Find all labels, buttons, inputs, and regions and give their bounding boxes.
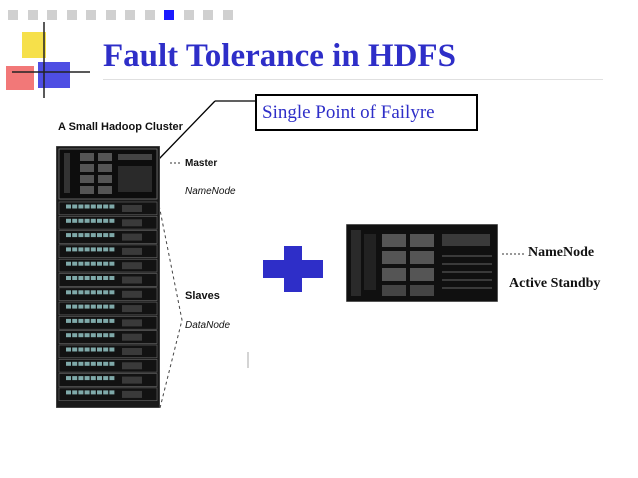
standby-namenode-label: NameNode bbox=[528, 245, 595, 260]
slave-server bbox=[58, 258, 158, 273]
slave-server bbox=[58, 230, 158, 244]
datanode-label: DataNode bbox=[185, 320, 231, 331]
progress-square bbox=[144, 10, 155, 20]
slave-server bbox=[58, 359, 158, 373]
progress-square bbox=[203, 10, 213, 20]
slave-server bbox=[58, 330, 158, 344]
master-server bbox=[58, 148, 158, 200]
slave-server bbox=[58, 344, 158, 359]
namenode-label: NameNode bbox=[185, 186, 236, 197]
master-label: Master bbox=[185, 158, 218, 169]
standby-namenode-server bbox=[346, 224, 498, 302]
plus-icon bbox=[263, 246, 323, 292]
slave-server bbox=[58, 301, 158, 316]
slaves-label: Slaves bbox=[185, 290, 220, 302]
slide-title: Fault Tolerance in HDFS bbox=[103, 38, 456, 74]
progress-square bbox=[66, 10, 77, 20]
progress-square bbox=[8, 10, 18, 20]
slave-server bbox=[58, 273, 158, 287]
slave-server bbox=[58, 201, 158, 216]
callout-box bbox=[255, 94, 478, 131]
progress-square bbox=[105, 10, 116, 20]
progress-square bbox=[222, 10, 233, 20]
slave-server bbox=[58, 387, 158, 401]
progress-square bbox=[27, 10, 38, 20]
slave-server bbox=[58, 373, 158, 387]
slave-server bbox=[58, 316, 158, 330]
slave-server bbox=[58, 287, 158, 301]
hadoop-cluster-rack bbox=[56, 146, 160, 408]
slave-server bbox=[58, 244, 158, 259]
title-divider bbox=[103, 79, 603, 80]
callout-text: Single Point of Failyre bbox=[262, 102, 435, 123]
progress-square bbox=[86, 10, 96, 20]
cluster-title: A Small Hadoop Cluster bbox=[58, 121, 183, 133]
standby-mode-label: Active Standby bbox=[509, 276, 601, 291]
progress-square bbox=[125, 10, 135, 20]
progress-square bbox=[164, 10, 174, 20]
slave-server bbox=[58, 216, 158, 230]
decorative-logo bbox=[6, 22, 90, 98]
progress-square bbox=[183, 10, 194, 20]
progress-square bbox=[47, 10, 57, 20]
